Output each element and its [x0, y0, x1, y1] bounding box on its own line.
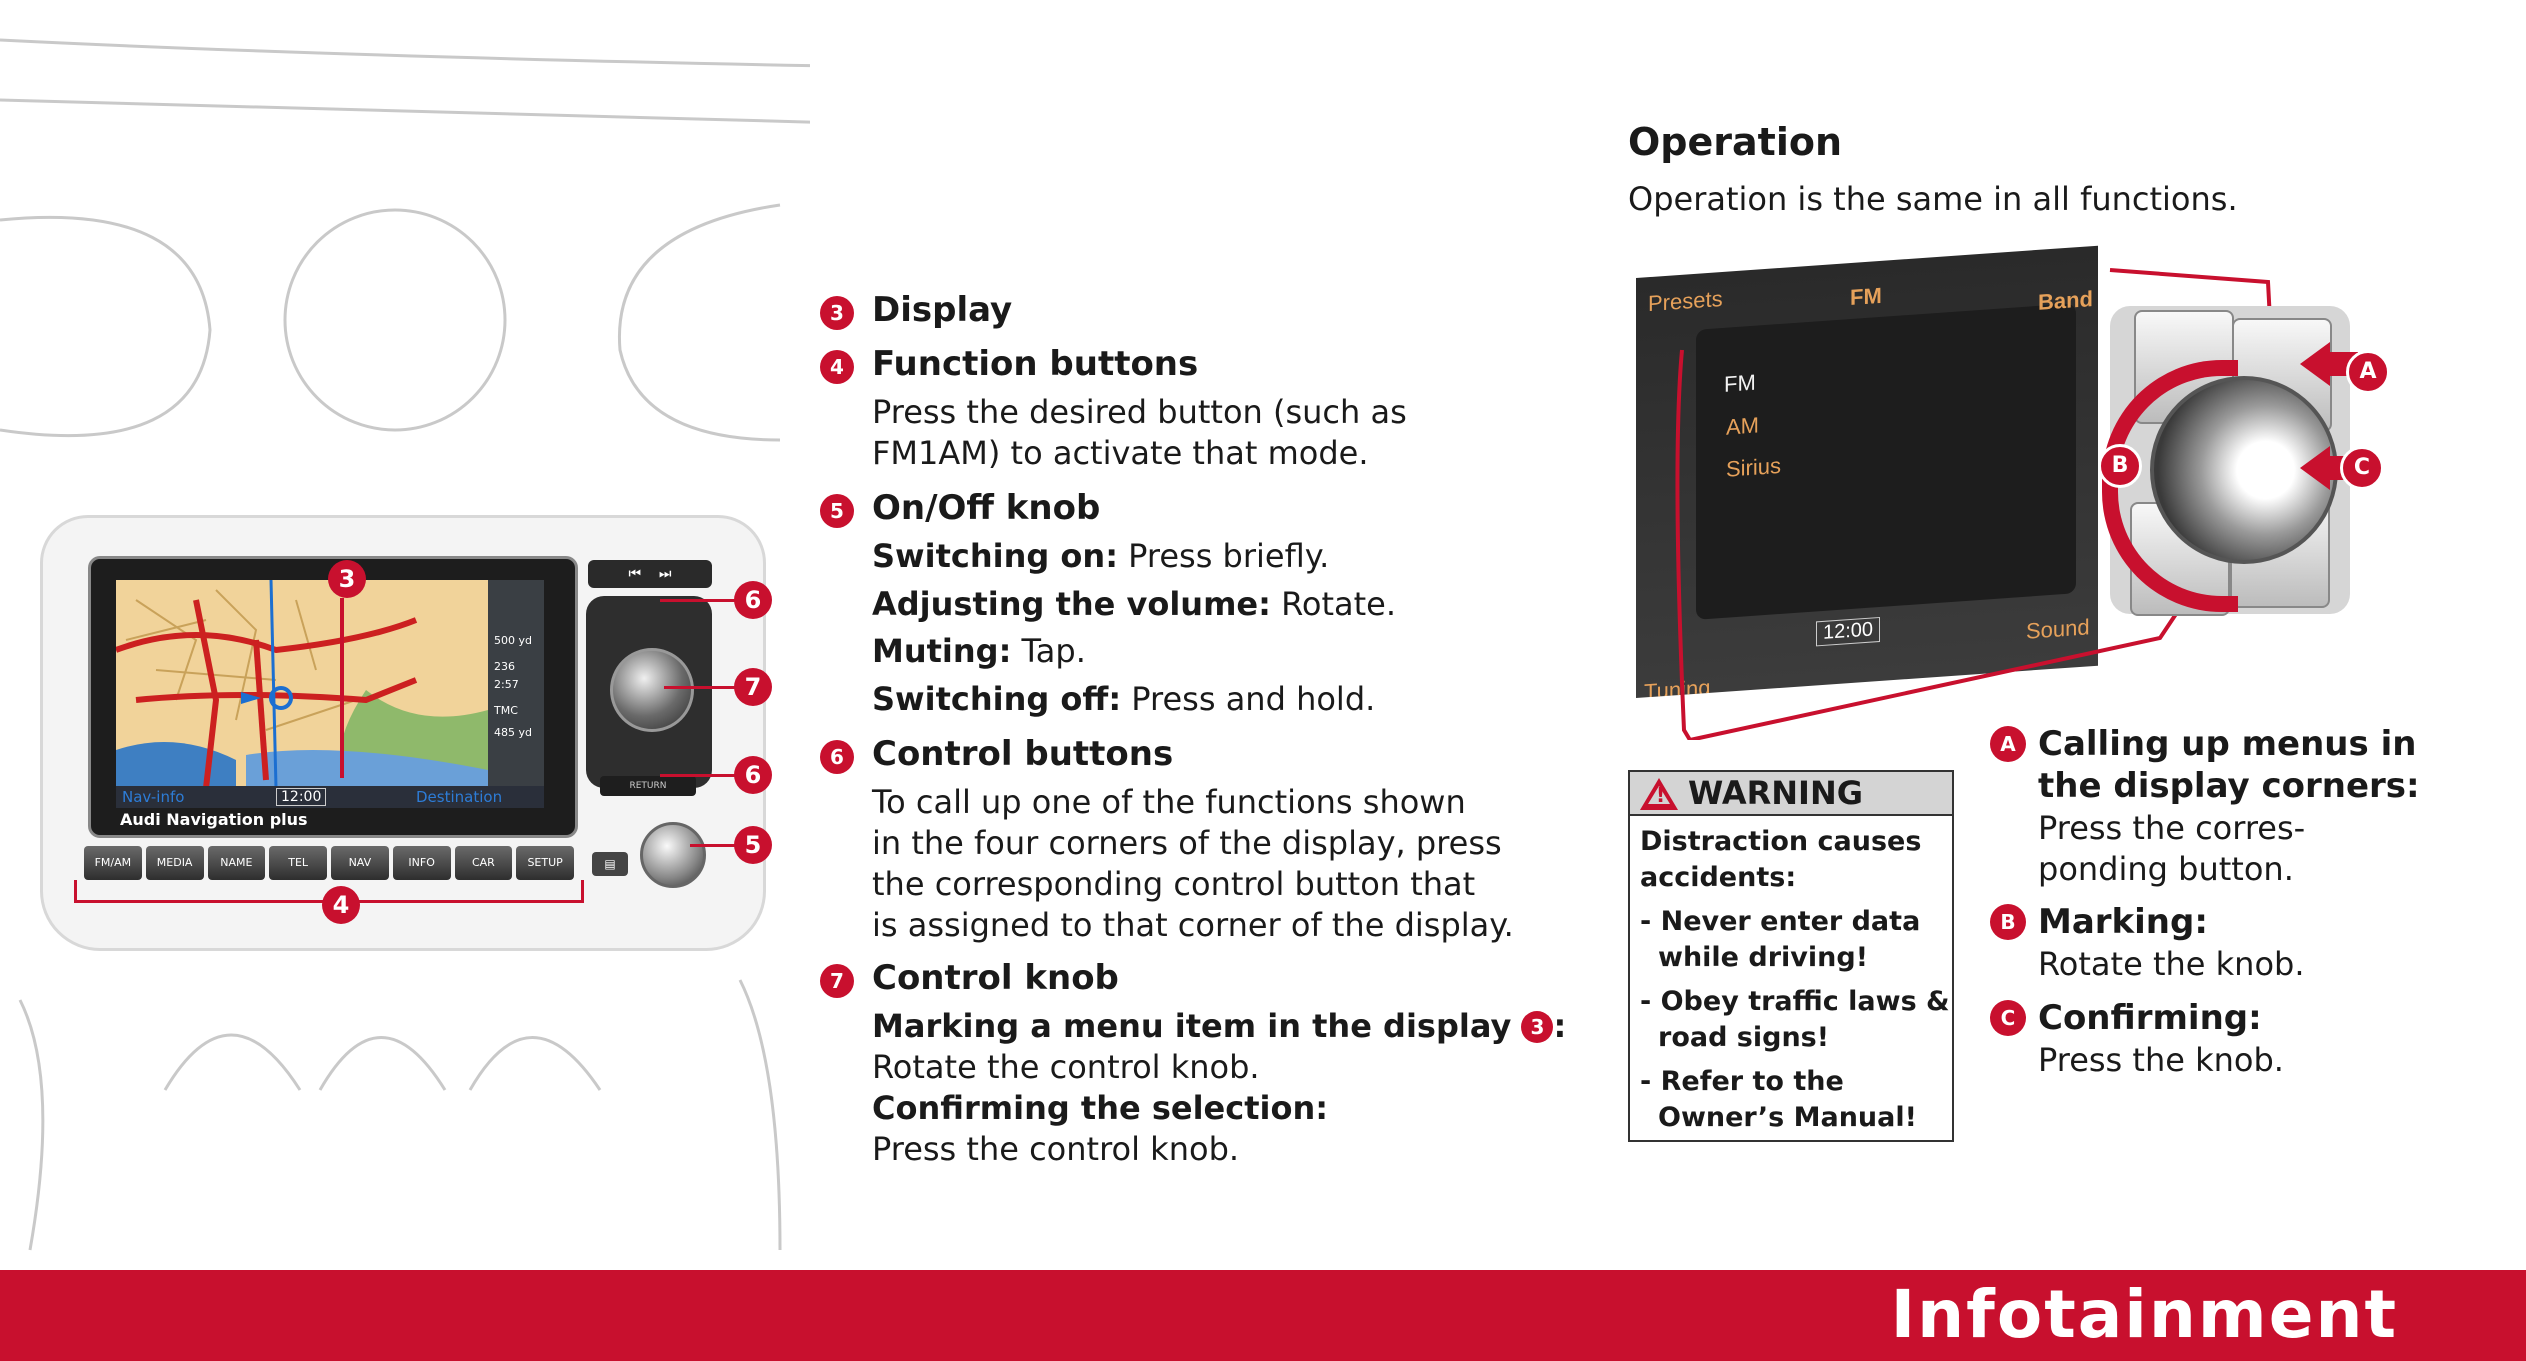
nav-bottom-bar: Nav-info 12:00 Destination	[116, 786, 544, 808]
setup-button[interactable]: SETUP	[516, 846, 574, 880]
onoff-leader	[690, 844, 736, 847]
item-control-buttons-line4: is assigned to that corner of the displa…	[872, 905, 1514, 946]
warning-line-6: road signs!	[1658, 1020, 1829, 1056]
function-buttons-row: FM/AM MEDIA NAME TEL NAV INFO CAR SETUP	[84, 846, 574, 880]
callout-control-knob-badge: 7	[734, 668, 772, 706]
nav-side-panel: 500 yd 236 2:57 TMC 485 yd	[488, 580, 544, 788]
control-knob-marking-desc: Rotate the control knob.	[872, 1047, 1260, 1088]
tel-button[interactable]: TEL	[269, 846, 327, 880]
onoff-row-switching-off: Switching off: Press and hold.	[872, 679, 1375, 720]
item-control-knob-number: 7	[820, 964, 854, 998]
item-display-number: 3	[820, 296, 854, 330]
item-function-buttons-number: 4	[820, 350, 854, 384]
item-onoff-title: On/Off knob	[872, 488, 1100, 528]
info-button[interactable]: INFO	[393, 846, 451, 880]
small-button[interactable]: ▤	[592, 852, 628, 876]
car-button[interactable]: CAR	[455, 846, 513, 880]
onoff-knob[interactable]	[640, 822, 706, 888]
warning-header: ! WARNING	[1630, 772, 1952, 816]
skip-buttons[interactable]: ⏮ ⏭	[588, 560, 712, 588]
nav-destination-label: Destination	[416, 788, 502, 806]
warning-line-3: - Never enter data	[1640, 904, 1920, 940]
nav-product-label: Audi Navigation plus	[120, 810, 308, 829]
warning-line-1: Distraction causes	[1640, 824, 1921, 860]
warning-exclamation: !	[1656, 783, 1665, 807]
callout-onoff-badge: 5	[734, 826, 772, 864]
warning-line-5: - Obey traffic laws &	[1640, 984, 1950, 1020]
nav-map	[116, 580, 488, 788]
footer-band: Infotainment	[0, 1270, 2526, 1361]
nav-side-eta: 2:57	[494, 678, 519, 691]
item-control-buttons-line3: the corresponding control button that	[872, 864, 1475, 905]
item-a-title-1: Calling up menus in	[2038, 724, 2416, 764]
item-b-title: Marking:	[2038, 902, 2208, 942]
item-c-desc: Press the knob.	[2038, 1040, 2284, 1081]
display-leader	[340, 598, 344, 778]
item-control-buttons-line1: To call up one of the functions shown	[872, 782, 1466, 823]
arrow-a-icon	[2300, 342, 2330, 386]
name-button[interactable]: NAME	[208, 846, 266, 880]
item-display-title: Display	[872, 290, 1012, 330]
warning-line-4: while driving!	[1658, 940, 1868, 976]
callout-c-badge: C	[2340, 446, 2384, 490]
control-knob-confirm-desc: Press the control knob.	[872, 1129, 1239, 1170]
item-a-desc-2: ponding button.	[2038, 849, 2294, 890]
nav-info-label: Nav-info	[122, 788, 184, 806]
nav-side-miles: 236	[494, 660, 515, 673]
fmam-button[interactable]: FM/AM	[84, 846, 142, 880]
nav-side-tmc: TMC	[494, 704, 518, 717]
warning-line-7: - Refer to the	[1640, 1064, 1844, 1100]
callout-control-buttons-top-badge: 6	[734, 581, 772, 619]
nav-clock: 12:00	[276, 788, 326, 806]
control-buttons-leader-bottom	[660, 774, 736, 777]
callout-control-buttons-bottom-badge: 6	[734, 756, 772, 794]
warning-line-2: accidents:	[1640, 860, 1796, 896]
callout-display-badge: 3	[328, 560, 366, 598]
item-control-buttons-number: 6	[820, 740, 854, 774]
callout-a-badge: A	[2346, 350, 2390, 394]
item-control-buttons-line2: in the four corners of the display, pres…	[872, 823, 1502, 864]
onoff-row-switching-on: Switching on: Press briefly.	[872, 536, 1329, 577]
warning-line-8: Owner’s Manual!	[1658, 1100, 1917, 1136]
warning-title: WARNING	[1688, 774, 1863, 812]
item-a-title-2: the display corners:	[2038, 766, 2420, 806]
item-function-buttons-title: Function buttons	[872, 344, 1198, 384]
control-knob-leader	[664, 686, 736, 689]
onoff-row-muting: Muting: Tap.	[872, 631, 1086, 672]
item-function-buttons-line1: Press the desired button (such as	[872, 392, 1407, 433]
footer-title: Infotainment	[1891, 1276, 2398, 1353]
callout-function-buttons-badge: 4	[322, 886, 360, 924]
item-control-buttons-title: Control buttons	[872, 734, 1173, 774]
warning-box: ! WARNING Distraction causes accidents: …	[1628, 770, 1954, 1142]
item-c-letter: C	[1990, 1000, 2026, 1036]
control-knob[interactable]	[610, 648, 694, 732]
onoff-row-volume: Adjusting the volume: Rotate.	[872, 584, 1396, 625]
item-b-desc: Rotate the knob.	[2038, 944, 2305, 985]
item-b-letter: B	[1990, 904, 2026, 940]
callout-b-badge: B	[2098, 444, 2142, 488]
control-buttons-leader-top	[660, 599, 736, 602]
nav-button[interactable]: NAV	[331, 846, 389, 880]
item-a-desc-1: Press the corres-	[2038, 808, 2305, 849]
arrow-c-icon	[2300, 446, 2330, 490]
control-knob-marking-term: Marking a menu item in the display 3:	[872, 1006, 1566, 1047]
control-knob-confirm-term: Confirming the selection:	[872, 1088, 1328, 1129]
media-button[interactable]: MEDIA	[146, 846, 204, 880]
nav-side-distance: 500 yd	[494, 634, 532, 647]
return-button[interactable]: RETURN	[600, 776, 696, 796]
marking-display-ref: 3	[1521, 1011, 1553, 1043]
operation-title: Operation	[1628, 120, 1842, 164]
item-onoff-number: 5	[820, 494, 854, 528]
function-buttons-leader-right	[581, 880, 584, 902]
nav-side-next: 485 yd	[494, 726, 532, 739]
item-control-knob-title: Control knob	[872, 958, 1119, 998]
item-function-buttons-line2: FM὎1AM) to activate that mode.	[872, 433, 1369, 474]
item-c-title: Confirming:	[2038, 998, 2262, 1038]
operation-subtitle: Operation is the same in all functions.	[1628, 180, 2238, 218]
item-a-letter: A	[1990, 726, 2026, 762]
function-buttons-leader-left	[74, 880, 77, 902]
